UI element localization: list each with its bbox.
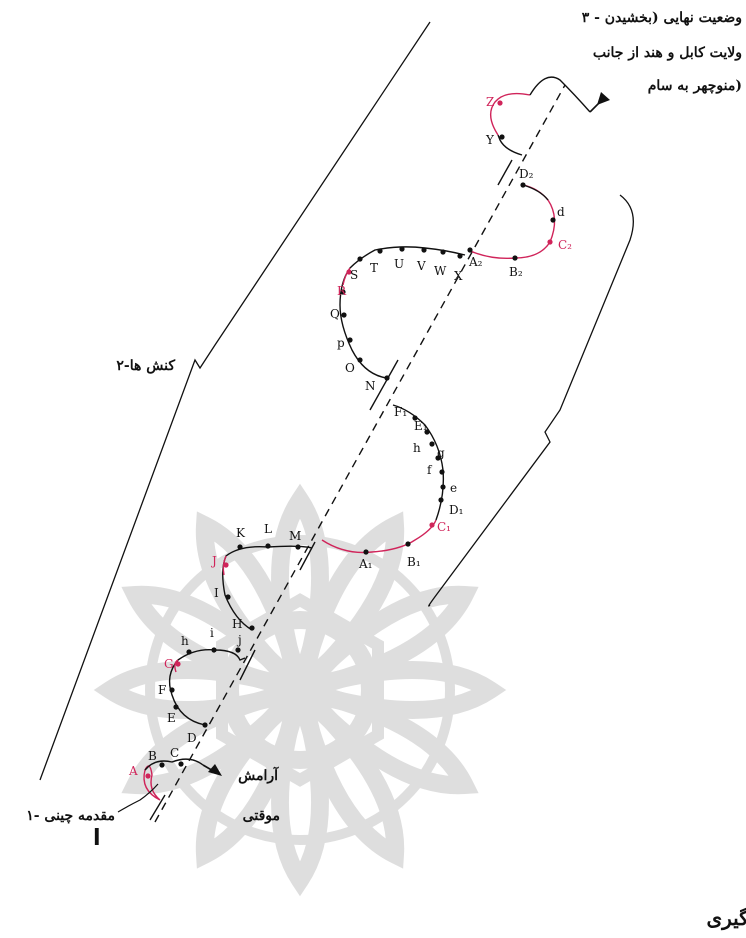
point-label-j: j bbox=[236, 633, 242, 647]
temporary-calm-arrowhead bbox=[208, 764, 222, 776]
watermark-rosette bbox=[93, 483, 507, 897]
final-state-caption-line1: ۳ - وضعیت نهایی (بخشیدن bbox=[582, 10, 742, 26]
captions: ۳ - وضعیت نهایی (بخشیدن ولایت کابل و هند… bbox=[26, 10, 746, 931]
point-label-B1: B₁ bbox=[407, 555, 421, 569]
final-state-caption-line2: ولایت کابل و هند از جانب bbox=[593, 45, 742, 61]
point-label-N: N bbox=[365, 379, 376, 393]
baseline-solid-segments bbox=[149, 159, 513, 821]
temporary-calm-caption-line1: آرامش bbox=[238, 766, 279, 784]
point-label-R: R bbox=[337, 284, 347, 298]
point-label-h1: h bbox=[413, 441, 421, 455]
point-label-K: K bbox=[236, 526, 246, 540]
point-label-A: A bbox=[128, 764, 138, 778]
point-label-W: W bbox=[434, 264, 447, 278]
point-label-U: U bbox=[394, 257, 404, 271]
point-label-E1: E₁ bbox=[414, 419, 428, 433]
intro-brace bbox=[117, 783, 159, 813]
actions-brace bbox=[39, 21, 431, 781]
point-label-O: O bbox=[345, 361, 355, 375]
point-label-B2: B₂ bbox=[509, 265, 523, 279]
point-label-g: g bbox=[437, 446, 445, 460]
point-label-G: G bbox=[164, 657, 174, 671]
final-state-caption-line3: منوچهر به سام) bbox=[648, 78, 742, 94]
point-label-Y: Y bbox=[485, 133, 495, 147]
point-label-D1: D₁ bbox=[449, 503, 463, 517]
point-label-B: B bbox=[148, 749, 157, 763]
point-label-p: p bbox=[337, 336, 345, 350]
point-label-E: E bbox=[167, 711, 176, 725]
loop-6 bbox=[497, 134, 523, 156]
intro-curve-black bbox=[144, 758, 204, 771]
point-label-D: D bbox=[187, 731, 197, 745]
point-label-J: J bbox=[210, 554, 217, 568]
middle-brace bbox=[428, 194, 634, 607]
point-label-S: S bbox=[350, 268, 358, 282]
plot-dots bbox=[145, 100, 556, 779]
point-label-f: f bbox=[427, 463, 433, 477]
point-label-F: F bbox=[158, 683, 166, 697]
point-label-I: I bbox=[214, 586, 219, 600]
point-labels: A B C D E F G h i j H I J K L M A₁ B₁ C₁… bbox=[128, 95, 572, 778]
introduction-caption: ۱- مقدمه چینی bbox=[26, 808, 115, 824]
point-label-A2: A₂ bbox=[468, 255, 483, 269]
point-label-A1: A₁ bbox=[358, 557, 372, 571]
point-label-C1: C₁ bbox=[437, 520, 451, 534]
point-label-M: M bbox=[289, 529, 301, 543]
bottom-partial-heading: نتیجه‌گیری bbox=[706, 906, 746, 931]
actions-caption: ۲-کنش ها bbox=[116, 358, 175, 374]
point-label-Z: Z bbox=[486, 95, 494, 109]
point-label-Q: Q bbox=[330, 307, 340, 321]
point-label-h: h bbox=[181, 634, 189, 648]
time-axis-dashed-line bbox=[154, 84, 566, 823]
point-label-V: V bbox=[416, 259, 426, 273]
loop-3 bbox=[321, 519, 437, 554]
point-label-T: T bbox=[370, 261, 378, 275]
point-label-e: e bbox=[450, 481, 457, 495]
point-label-L: L bbox=[264, 522, 272, 536]
point-label-C2: C₂ bbox=[558, 238, 572, 252]
point-label-i: i bbox=[210, 626, 214, 640]
point-label-X: X bbox=[454, 269, 463, 283]
point-label-d: d bbox=[557, 205, 565, 219]
temporary-calm-caption-line2: موقتی bbox=[243, 808, 280, 824]
intro-marker: l bbox=[93, 826, 101, 851]
point-label-D2: D₂ bbox=[519, 167, 534, 181]
point-label-C: C bbox=[170, 746, 179, 760]
point-label-H: H bbox=[232, 617, 242, 631]
point-label-F1: F₁ bbox=[394, 405, 407, 419]
